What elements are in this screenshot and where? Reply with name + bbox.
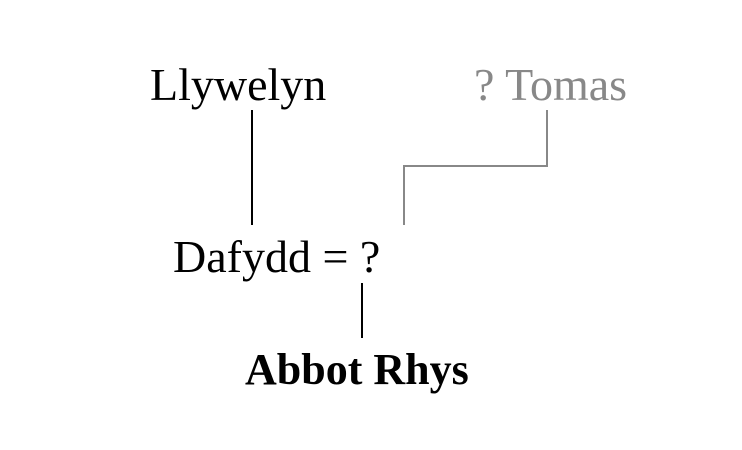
person-tomas-uncertain: ? Tomas (474, 59, 628, 110)
couple-dafydd-and-spouse: Dafydd = ? (173, 234, 380, 280)
person-unknown-mother: ? (359, 231, 381, 282)
marriage-sign: = (322, 231, 349, 282)
line-tomas-to-mother (403, 110, 548, 225)
person-dafydd: Dafydd (173, 231, 311, 282)
person-llywelyn: Llywelyn (150, 59, 327, 110)
person-abbot-rhys: Abbot Rhys (245, 345, 469, 394)
